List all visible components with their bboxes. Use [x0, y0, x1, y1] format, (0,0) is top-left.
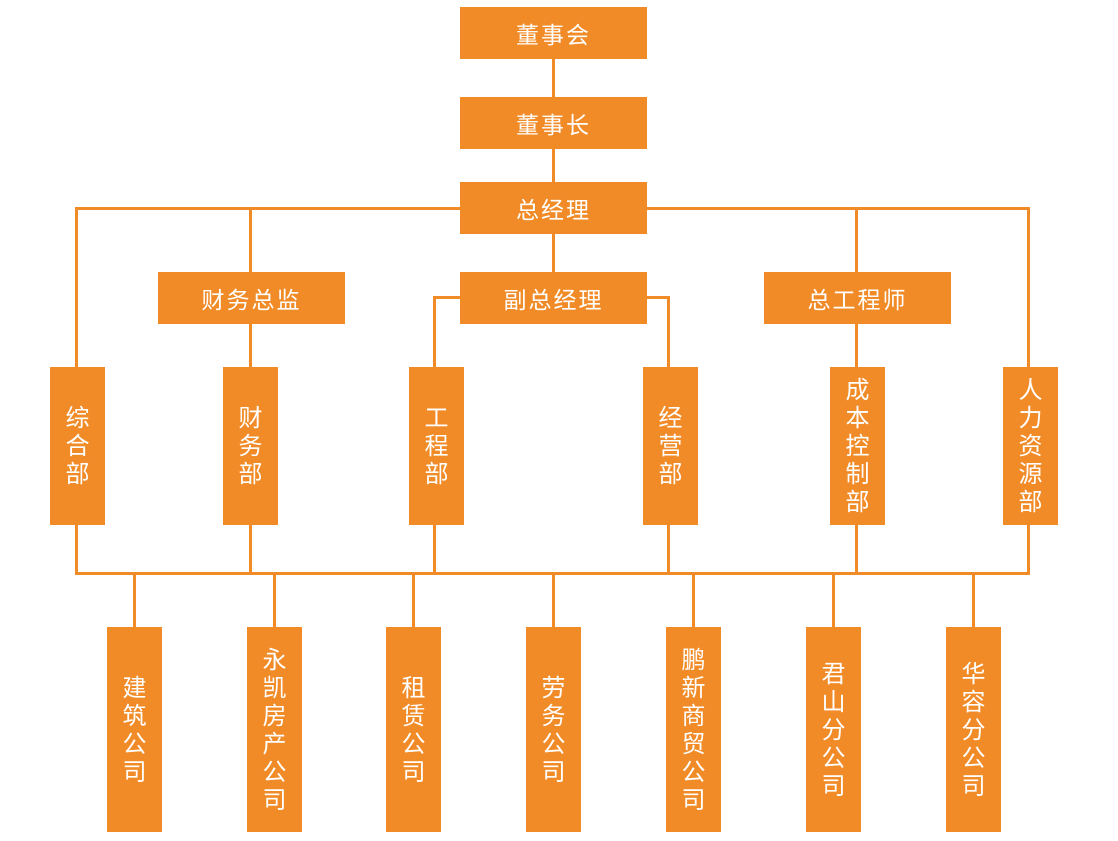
chairman-box: 董事长 [460, 97, 647, 149]
engineering-dept-label: 工程部 [424, 404, 449, 488]
chief-engineer-label: 总工程师 [807, 288, 908, 314]
general-affairs-dept-label: 综合部 [65, 404, 90, 488]
board-box: 董事会 [460, 7, 647, 59]
junshan-branch-label: 君山分公司 [821, 659, 846, 800]
connector-finance-down [249, 523, 252, 575]
huarong-branch-box: 华容分公司 [946, 627, 1001, 832]
pengxin-trading-box: 鹏新商贸公司 [666, 627, 721, 832]
connector-chief-engineer-cost-control [855, 322, 858, 368]
connector-to-leasing [412, 572, 415, 628]
connector-to-yongkai [273, 572, 276, 628]
human-resources-dept-box: 人力资源部 [1003, 367, 1058, 525]
connector-human-resources-down [1027, 523, 1030, 575]
construction-company-box: 建筑公司 [107, 627, 162, 832]
finance-dept-label: 财务部 [238, 404, 263, 488]
cost-control-dept-label: 成本控制部 [845, 376, 870, 516]
huarong-branch-label: 华容分公司 [961, 659, 986, 800]
leasing-company-label: 租赁公司 [401, 673, 426, 786]
pengxin-trading-label: 鹏新商贸公司 [681, 645, 706, 814]
connector-bar-finance-director [249, 207, 252, 273]
finance-director-label: 财务总监 [201, 288, 302, 314]
board-label: 董事会 [516, 23, 591, 49]
connector-to-pengxin [692, 572, 695, 628]
connector-deputy-right-arm [645, 296, 670, 299]
connector-cost-control-down [855, 523, 858, 575]
deputy-general-manager-box: 副总经理 [460, 272, 647, 324]
connector-bar-chief-engineer [855, 207, 858, 273]
connector-bar-human-resources [1027, 207, 1030, 368]
connector-to-construction [133, 572, 136, 628]
connector-deputy-engineering [433, 296, 436, 368]
finance-director-box: 财务总监 [158, 272, 345, 324]
finance-dept-box: 财务部 [223, 367, 278, 525]
connector-operations-down [667, 523, 670, 575]
yongkai-real-estate-box: 永凯房产公司 [247, 627, 302, 832]
connector-bar-general-affairs [75, 207, 78, 368]
engineering-dept-box: 工程部 [409, 367, 464, 525]
connector-gm-deputy [552, 232, 555, 272]
connector-deputy-left-arm [433, 296, 462, 299]
leasing-company-box: 租赁公司 [386, 627, 441, 832]
operations-dept-box: 经营部 [643, 367, 698, 525]
chairman-label: 董事长 [516, 113, 591, 139]
yongkai-real-estate-label: 永凯房产公司 [262, 645, 287, 814]
chief-engineer-box: 总工程师 [764, 272, 951, 324]
labor-company-box: 劳务公司 [526, 627, 581, 832]
connector-general-affairs-down [75, 523, 78, 575]
connector-to-labor [552, 572, 555, 628]
connector-chairman-gm [552, 148, 555, 182]
general-manager-box: 总经理 [460, 182, 647, 234]
connector-to-junshan [832, 572, 835, 628]
connector-board-chairman [552, 58, 555, 98]
connector-to-huarong [972, 572, 975, 628]
deputy-general-manager-label: 副总经理 [503, 288, 604, 314]
general-manager-label: 总经理 [516, 198, 591, 224]
connector-finance-director-finance [249, 322, 252, 368]
connector-deputy-operations [667, 296, 670, 368]
construction-company-label: 建筑公司 [122, 673, 147, 786]
operations-dept-label: 经营部 [658, 404, 683, 488]
labor-company-label: 劳务公司 [541, 673, 566, 786]
cost-control-dept-box: 成本控制部 [830, 367, 885, 525]
human-resources-dept-label: 人力资源部 [1018, 376, 1043, 516]
junshan-branch-box: 君山分公司 [806, 627, 861, 832]
general-affairs-dept-box: 综合部 [50, 367, 105, 525]
connector-engineering-down [433, 523, 436, 575]
